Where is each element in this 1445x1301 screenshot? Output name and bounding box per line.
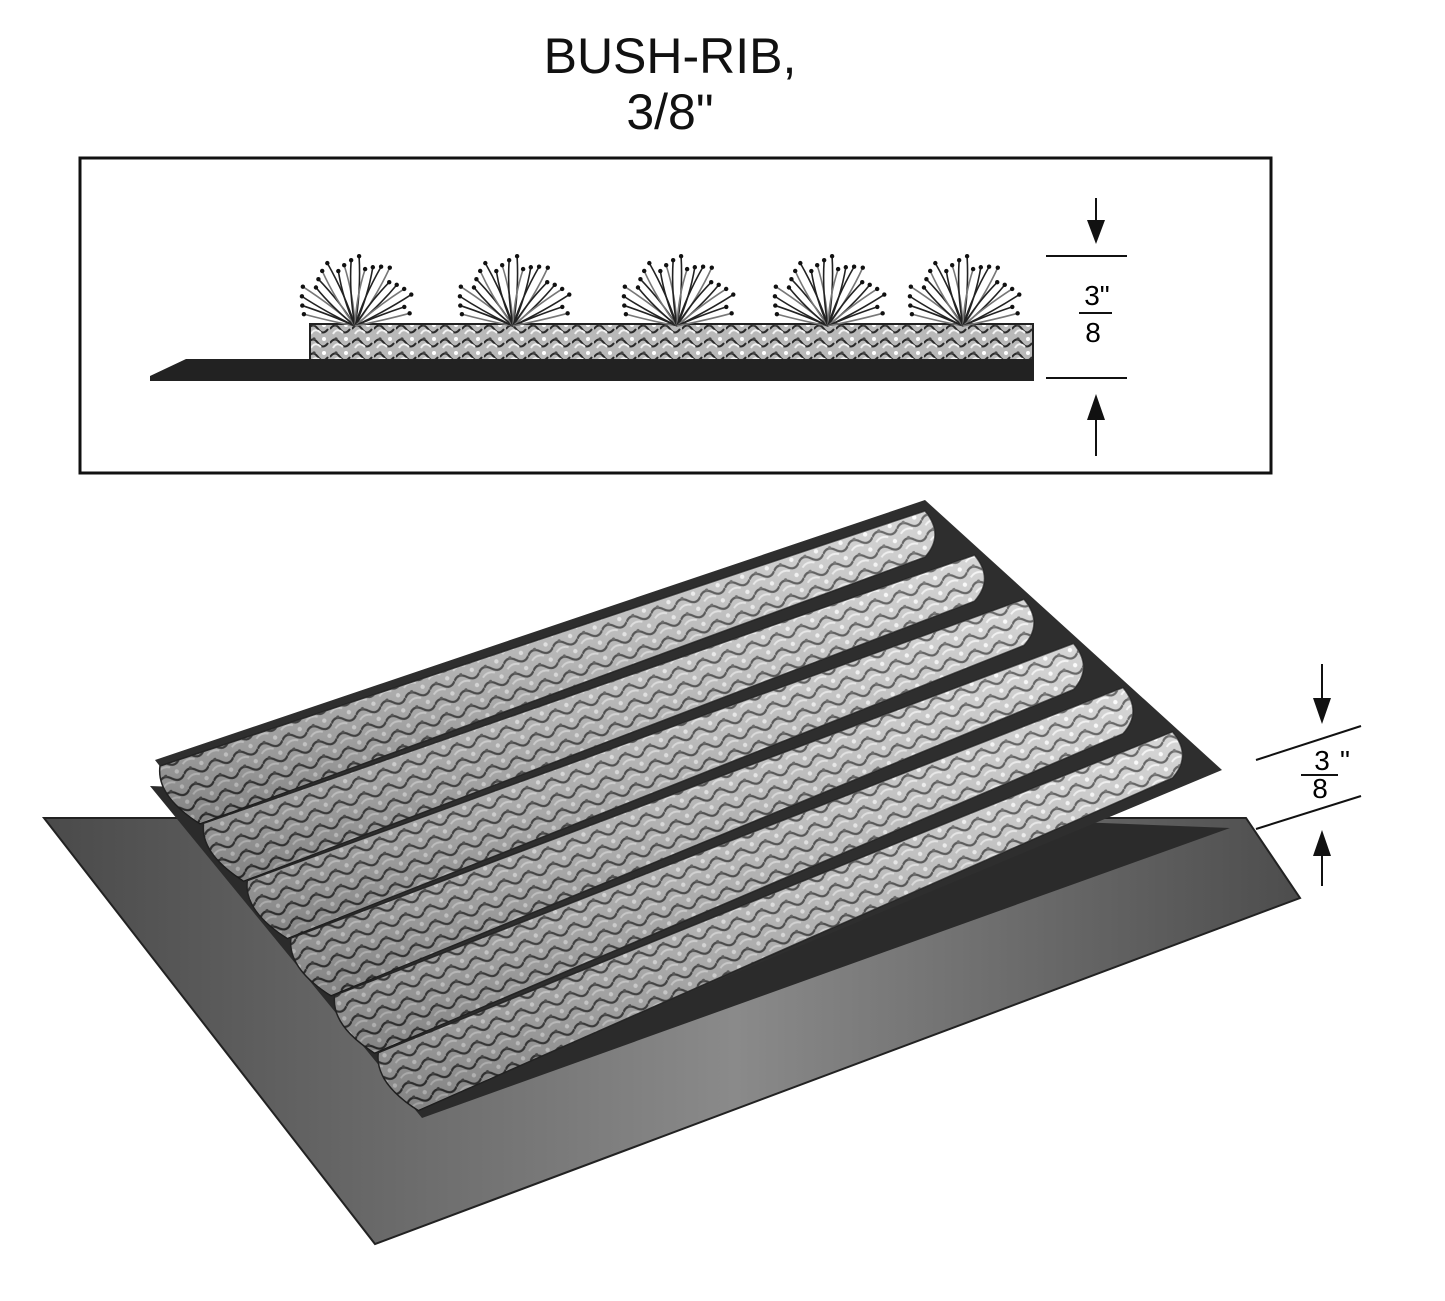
perspective-dimension-numerator: 3: [1314, 745, 1330, 776]
fiber-rib-shade: [247, 599, 1034, 939]
bush-tuft: [772, 253, 887, 327]
side-view-panel: 3" 8: [78, 156, 1273, 475]
arrow-up-icon: [1313, 830, 1331, 856]
side-view-frame: [78, 156, 1273, 475]
side-dimension-numerator: 3": [1084, 280, 1110, 311]
side-view-dimension: 3" 8: [1046, 198, 1127, 456]
diagram-title: BUSH-RIB, 3/8": [0, 28, 1340, 140]
fiber-rib-shade: [290, 643, 1084, 996]
arrow-down-icon: [1087, 220, 1105, 244]
side-dimension-denominator: 8: [1085, 317, 1101, 348]
side-view-fiber-layer: [309, 323, 1034, 361]
perspective-dimension-inch: ": [1340, 745, 1350, 776]
fiber-rib-shade: [159, 511, 936, 824]
bush-tuft: [457, 253, 572, 327]
side-view-rubber-base: [150, 359, 1034, 381]
bush-tuft: [299, 253, 414, 327]
perspective-dimension-denominator: 8: [1312, 773, 1328, 804]
arrow-up-icon: [1087, 394, 1105, 420]
fiber-rib-shade: [203, 555, 985, 882]
arrow-down-icon: [1313, 698, 1331, 724]
ribs: [158, 510, 1184, 1112]
title-line-1: BUSH-RIB,: [543, 28, 797, 84]
fiber-rib-shade: [334, 687, 1133, 1054]
side-view-tufts: [299, 253, 1022, 327]
title-line-2: 3/8": [626, 84, 714, 140]
perspective-view: 3 " 8: [41, 500, 1362, 1246]
fiber-rib-shade: [378, 731, 1183, 1111]
perspective-dimension: 3 " 8: [1255, 664, 1362, 886]
bush-tuft: [621, 253, 736, 327]
bush-tuft: [907, 253, 1022, 327]
